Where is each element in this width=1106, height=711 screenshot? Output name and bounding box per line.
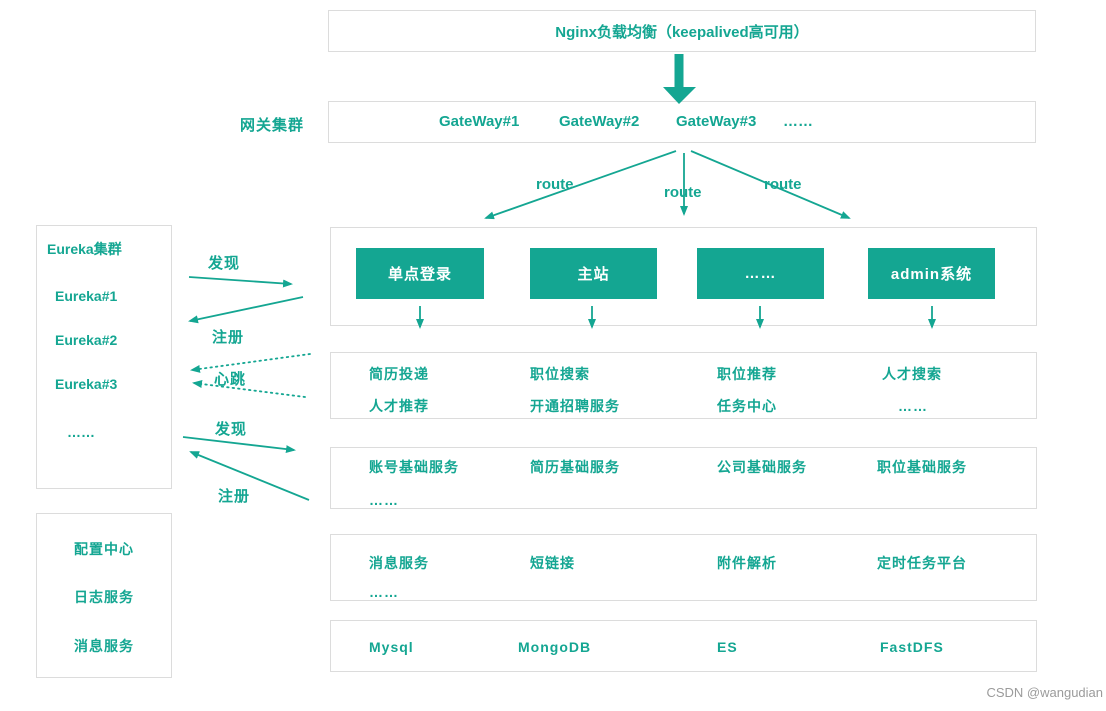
storage-item: MongoDB bbox=[518, 639, 592, 655]
discover-top-label: 发现 bbox=[208, 255, 241, 272]
service-item: 短链接 bbox=[530, 555, 575, 571]
app-more-box: …… bbox=[697, 248, 824, 299]
nginx-box: Nginx负载均衡（keepalived高可用） bbox=[328, 10, 1036, 52]
service-item: 附件解析 bbox=[717, 555, 777, 571]
route-label-right: route bbox=[764, 176, 802, 193]
support-services-box: 消息服务 短链接 附件解析 定时任务平台 …… bbox=[330, 534, 1037, 601]
business-services-box: 简历投递 职位搜索 职位推荐 人才搜索 人才推荐 开通招聘服务 任务中心 …… bbox=[330, 352, 1037, 419]
nginx-to-gateway-arrow bbox=[663, 54, 696, 104]
service-item: 职位基础服务 bbox=[877, 459, 967, 475]
service-item: 账号基础服务 bbox=[369, 459, 459, 475]
gateway-box: GateWay#1 GateWay#2 GateWay#3 …… bbox=[328, 101, 1036, 143]
heartbeat-arrow-2 bbox=[192, 380, 306, 398]
eureka-node-more: …… bbox=[67, 424, 95, 440]
service-item: …… bbox=[369, 584, 399, 600]
infra-item-message: 消息服务 bbox=[74, 638, 134, 654]
eureka-cluster-box: Eureka集群 Eureka#1 Eureka#2 Eureka#3 …… bbox=[36, 225, 172, 489]
service-item: 公司基础服务 bbox=[717, 459, 807, 475]
eureka-links bbox=[182, 276, 311, 501]
register-top-arrow bbox=[188, 296, 304, 324]
gateway-cluster-label: 网关集群 bbox=[240, 117, 305, 134]
route-label-middle: route bbox=[664, 184, 702, 201]
storage-box: Mysql MongoDB ES FastDFS bbox=[330, 620, 1037, 672]
service-item: 人才推荐 bbox=[369, 398, 429, 414]
discover-bottom-label: 发现 bbox=[215, 421, 248, 438]
service-item: 人才搜索 bbox=[882, 366, 942, 382]
base-services-box: 账号基础服务 简历基础服务 公司基础服务 职位基础服务 …… bbox=[330, 447, 1037, 509]
storage-item: FastDFS bbox=[880, 639, 944, 655]
register-top-label: 注册 bbox=[212, 329, 245, 346]
nginx-title: Nginx负载均衡（keepalived高可用） bbox=[555, 23, 809, 41]
service-item: …… bbox=[369, 492, 399, 508]
gateway-node-1: GateWay#1 bbox=[439, 113, 520, 130]
register-bottom-label: 注册 bbox=[218, 488, 251, 505]
service-item: 开通招聘服务 bbox=[530, 398, 620, 414]
heartbeat-arrow-1 bbox=[190, 353, 311, 373]
service-item: 职位搜索 bbox=[530, 366, 590, 382]
infra-services-box: 配置中心 日志服务 消息服务 bbox=[36, 513, 172, 678]
infra-item-log: 日志服务 bbox=[74, 589, 134, 605]
service-item: 简历投递 bbox=[369, 366, 429, 382]
eureka-title: Eureka集群 bbox=[47, 241, 122, 257]
service-item: 消息服务 bbox=[369, 555, 429, 571]
gateway-node-more: …… bbox=[783, 113, 813, 130]
csdn-watermark: CSDN @wangudian bbox=[986, 685, 1103, 700]
route-label-left: route bbox=[536, 176, 574, 193]
service-item: 任务中心 bbox=[717, 398, 777, 414]
app-main-site-box: 主站 bbox=[530, 248, 657, 299]
heartbeat-label: 心跳 bbox=[214, 371, 247, 388]
service-item: …… bbox=[898, 398, 928, 414]
app-admin-box: admin系统 bbox=[868, 248, 995, 299]
service-item: 职位推荐 bbox=[717, 366, 777, 382]
service-item: 简历基础服务 bbox=[530, 459, 620, 475]
infra-item-config: 配置中心 bbox=[74, 541, 134, 557]
app-sso-box: 单点登录 bbox=[356, 248, 484, 299]
service-item: 定时任务平台 bbox=[877, 555, 967, 571]
storage-item: Mysql bbox=[369, 639, 414, 655]
storage-item: ES bbox=[717, 639, 738, 655]
gateway-node-3: GateWay#3 bbox=[676, 113, 757, 130]
eureka-node-2: Eureka#2 bbox=[55, 332, 118, 348]
eureka-node-1: Eureka#1 bbox=[55, 288, 118, 304]
gateway-node-2: GateWay#2 bbox=[559, 113, 640, 130]
discover-top-arrow bbox=[188, 276, 293, 288]
eureka-node-3: Eureka#3 bbox=[55, 376, 118, 392]
